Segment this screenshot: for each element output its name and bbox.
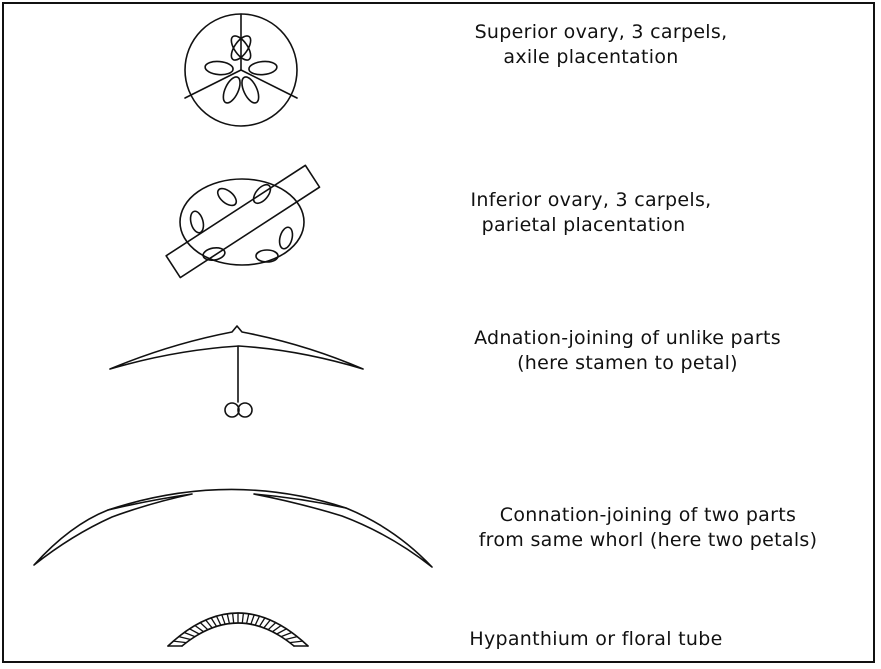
hatch-stroke bbox=[250, 614, 255, 625]
label-line: axile placentation bbox=[503, 46, 679, 68]
label-superior-ovary: Superior ovary, 3 carpels, axile placent… bbox=[431, 20, 771, 70]
label-line: Inferior ovary, 3 carpels, bbox=[470, 189, 712, 211]
hatch-stroke bbox=[231, 612, 235, 624]
hatch-stroke bbox=[263, 619, 271, 629]
petal-right bbox=[253, 493, 433, 568]
hatch-stroke bbox=[241, 612, 245, 624]
label-line: (here stamen to petal) bbox=[517, 352, 738, 374]
hatch-stroke bbox=[199, 621, 209, 631]
label-line: Connation-joining of two parts bbox=[499, 504, 797, 526]
label-inferior-ovary: Inferior ovary, 3 carpels, parietal plac… bbox=[421, 188, 761, 238]
anther bbox=[224, 402, 253, 418]
label-line: parietal placentation bbox=[481, 214, 686, 236]
hatch-stroke bbox=[258, 617, 266, 628]
hatch-stroke bbox=[210, 617, 218, 628]
hypanthium-hatching bbox=[172, 612, 304, 644]
hatch-stroke bbox=[267, 621, 277, 631]
label-line: from same whorl (here two petals) bbox=[478, 529, 818, 551]
adnation-figure bbox=[109, 325, 364, 418]
septum bbox=[184, 69, 242, 99]
diagram-frame bbox=[2, 2, 875, 663]
hatch-stroke bbox=[188, 628, 200, 635]
ovary-wall bbox=[179, 178, 305, 266]
ovules bbox=[204, 35, 278, 104]
petal bbox=[109, 325, 364, 370]
hatch-stroke bbox=[183, 631, 196, 638]
hypanthium-figure bbox=[167, 612, 309, 647]
hatch-stroke bbox=[205, 619, 213, 629]
hatch-stroke bbox=[280, 631, 293, 638]
label-hypanthium: Hypanthium or floral tube bbox=[426, 627, 766, 652]
hatch-stroke bbox=[284, 635, 298, 641]
septum bbox=[240, 69, 298, 99]
hatch-stroke bbox=[271, 624, 282, 633]
connation-figure bbox=[33, 488, 433, 568]
label-line: Superior ovary, 3 carpels, bbox=[474, 21, 728, 43]
petal-left bbox=[33, 493, 193, 566]
inferior-ovary-figure bbox=[165, 164, 321, 279]
label-adnation: Adnation-joining of unlike parts (here s… bbox=[430, 326, 825, 376]
hatch-stroke bbox=[178, 635, 192, 641]
label-connation: Connation-joining of two parts from same… bbox=[438, 503, 858, 553]
hatch-stroke bbox=[254, 615, 261, 626]
hatch-stroke bbox=[172, 640, 187, 644]
hatch-stroke bbox=[226, 613, 231, 625]
superior-ovary-figure bbox=[184, 13, 298, 127]
receptacle-band bbox=[165, 164, 321, 279]
hatch-stroke bbox=[245, 613, 250, 625]
hatch-stroke bbox=[194, 624, 205, 633]
hatch-stroke bbox=[215, 615, 222, 626]
hatch-stroke bbox=[289, 640, 304, 644]
label-line: Hypanthium or floral tube bbox=[469, 628, 723, 650]
label-line: Adnation-joining of unlike parts bbox=[474, 327, 781, 349]
hatch-stroke bbox=[221, 614, 226, 625]
hatch-stroke bbox=[276, 628, 288, 635]
ovules bbox=[189, 183, 294, 263]
connation-arc bbox=[107, 488, 347, 511]
